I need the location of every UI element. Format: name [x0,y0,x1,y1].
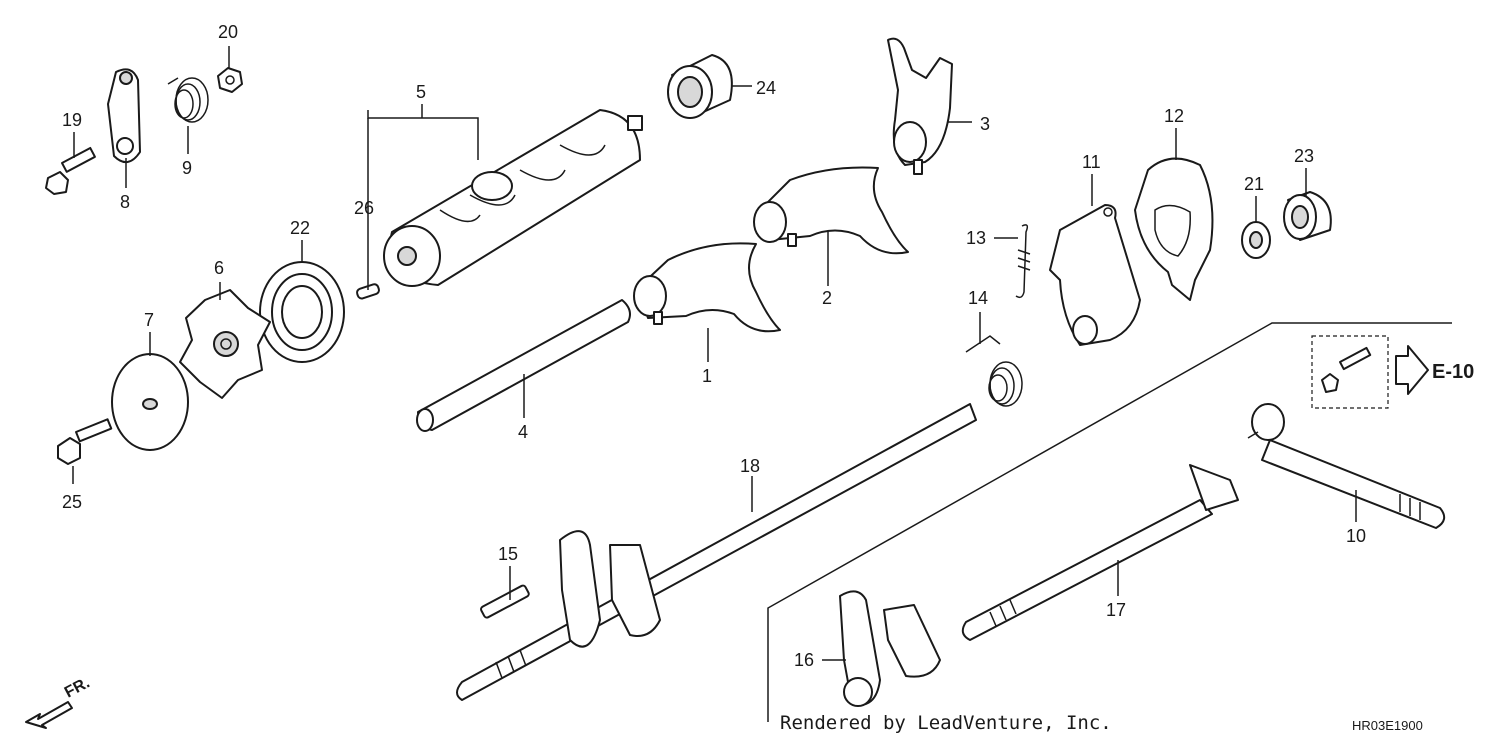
section-divider-line [767,322,1452,722]
part-7-plate[interactable] [111,353,189,451]
callout-23: 23 [1294,146,1314,166]
part-11-plate[interactable] [1049,204,1141,346]
callout-25: 25 [62,492,82,512]
part-13-spring[interactable] [1015,224,1031,299]
callout-26: 26 [354,198,374,218]
e10-reference-box [1311,335,1429,409]
callout-21: 21 [1244,174,1264,194]
leader-lines [72,46,1357,661]
callout-10: 10 [1346,526,1366,546]
reference-e10-label: E-10 [1432,361,1474,383]
part-8-stopper-arm[interactable] [107,68,141,163]
diagram-code: HR03E1900 [1352,718,1423,733]
part-26-pin[interactable] [356,283,380,300]
front-direction-arrow-icon: FR. [25,674,93,729]
part-4-fork-shaft[interactable] [416,299,631,432]
part-1-shift-fork[interactable] [633,242,781,333]
part-10-shift-spindle[interactable] [1247,403,1446,529]
part-23-bearing[interactable] [1283,191,1332,241]
part-5-shift-drum[interactable] [383,109,643,287]
callout-14: 14 [968,288,988,308]
front-direction-label: FR. [62,674,93,701]
callout-8: 8 [120,192,130,212]
callout-12: 12 [1164,106,1184,126]
part-6-drum-center[interactable] [179,289,271,399]
part-24-bearing[interactable] [667,54,733,119]
callout-2: 2 [822,288,832,308]
callout-24: 24 [756,78,776,98]
part-21-washer[interactable] [1241,221,1271,259]
part-2-shift-fork[interactable] [753,166,909,255]
callout-15: 15 [498,544,518,564]
callout-9: 9 [182,158,192,178]
callout-19: 19 [62,110,82,130]
part-17-shaft[interactable] [961,464,1239,641]
callout-3: 3 [980,114,990,134]
callout-6: 6 [214,258,224,278]
part-25-bolt[interactable] [57,418,113,465]
part-19-bolt[interactable] [45,146,96,195]
callout-5: 5 [416,82,426,102]
callout-7: 7 [144,310,154,330]
callout-17: 17 [1106,600,1126,620]
part-3-shift-fork[interactable] [887,37,953,175]
part-15-stud[interactable] [480,584,530,619]
part-16-shift-arm[interactable] [839,590,941,707]
part-20-nut[interactable] [217,67,243,93]
callout-16: 16 [794,650,814,670]
callout-1: 1 [702,366,712,386]
callout-22: 22 [290,218,310,238]
callout-4: 4 [518,422,528,442]
part-14-spring[interactable] [965,335,1023,407]
callout-18: 18 [740,456,760,476]
callout-13: 13 [966,228,986,248]
part-9-spring[interactable] [167,77,209,123]
part-22-bearing[interactable] [259,261,345,363]
part-12-plate[interactable] [1134,157,1214,301]
callout-11: 11 [1082,152,1101,172]
part-18-shaft[interactable] [456,403,977,701]
callout-20: 20 [218,22,238,42]
render-credit: Rendered by LeadVenture, Inc. [780,712,1112,734]
